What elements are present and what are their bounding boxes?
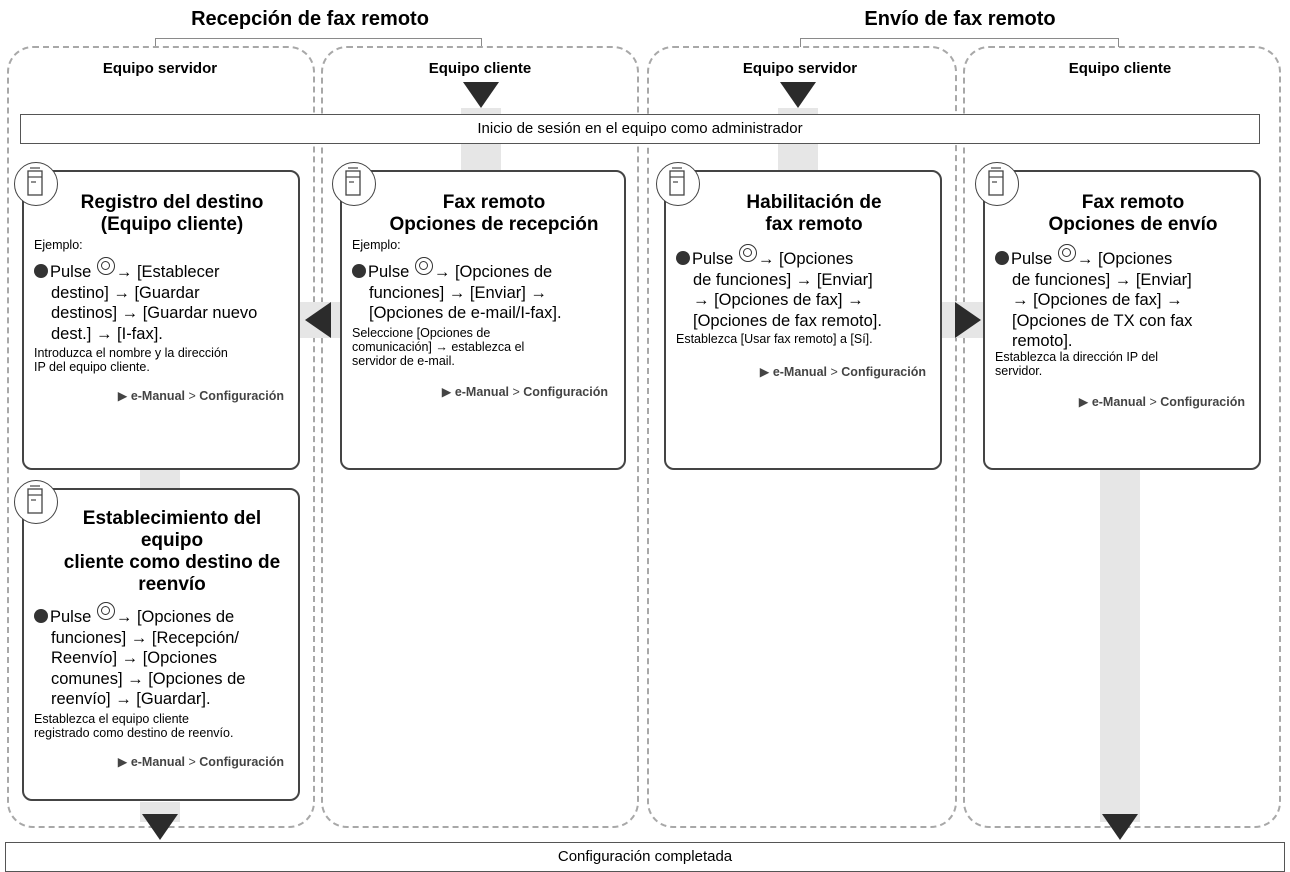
card-receive-options: Fax remoto Opciones de recepción Ejemplo… [340,170,626,470]
triangle-pointer-icon: ▶ [117,389,128,403]
completion-step-bar: Configuración completada [5,842,1285,872]
manual-reference: ▶ e-Manual > Configuración [117,389,284,403]
instruction-note: Establezca [Usar fax remoto] a [Sí]. [676,332,873,346]
arrow-down-icon [463,82,499,108]
bullet-icon [995,251,1009,265]
login-step-text: Inicio de sesión en el equipo como admin… [477,120,803,137]
instruction-note: Seleccione [Opciones de comunicación] → … [352,326,525,368]
manual-reference: ▶ e-Manual > Configuración [759,365,926,379]
column-title-4: Equipo cliente [1068,60,1172,77]
arrow-right-icon [955,302,981,338]
printer-device-icon [14,480,58,524]
login-step-bar: Inicio de sesión en el equipo como admin… [20,114,1260,144]
triangle-pointer-icon: ▶ [441,385,452,399]
column-title-3: Equipo servidor [742,60,858,77]
triangle-pointer-icon: ▶ [1078,395,1089,409]
bullet-icon [34,264,48,278]
completion-step-text: Configuración completada [557,848,733,865]
home-button-icon [1057,244,1076,262]
arrow-down-icon [780,82,816,108]
printer-device-icon [988,167,1004,196]
card-forwarding-destination: Establecimiento del equipo cliente como … [22,488,300,801]
instruction-steps: Pulse → [Opciones de funciones] → [Envia… [995,244,1259,352]
example-label: Ejemplo: [352,238,401,252]
manual-reference: ▶ e-Manual > Configuración [1078,395,1245,409]
home-button-icon [414,257,433,275]
arrow-left-icon [305,302,331,338]
card-title: Fax remoto Opciones de envío [1048,192,1218,235]
card-register-destination: Registro del destino (Equipo cliente) Ej… [22,170,300,470]
instruction-note: Establezca el equipo cliente registrado … [34,712,234,740]
instruction-steps: Pulse → [Opciones de funciones] → [Envia… [676,244,940,331]
instruction-steps: Pulse → [Opciones de funciones] → [Envia… [352,257,624,324]
printer-device-icon [14,162,58,206]
card-title: Establecimiento del equipo cliente como … [63,508,281,595]
column-server-sending [647,46,957,828]
section-bracket-reception [155,38,482,47]
bullet-icon [352,264,366,278]
card-title: Habilitación de fax remoto [746,192,882,235]
triangle-pointer-icon: ▶ [759,365,770,379]
card-send-options: Fax remoto Opciones de envío Pulse → [Op… [983,170,1261,470]
instruction-steps: Pulse → [Opciones de funciones] → [Recep… [34,602,298,710]
flow-bar-client-send-bottom [1100,470,1140,822]
printer-device-icon [656,162,700,206]
triangle-pointer-icon: ▶ [117,755,128,769]
card-enable-remote-fax: Habilitación de fax remoto Pulse → [Opci… [664,170,942,470]
arrow-down-icon [1102,814,1138,840]
printer-device-icon [975,162,1019,206]
arrow-down-icon [142,814,178,840]
section-title-reception: Recepción de fax remoto [191,8,429,30]
column-client-reception [321,46,639,828]
instruction-steps: Pulse → [Establecer destino] → [Guardar … [34,257,298,344]
section-title-sending: Envío de fax remoto [864,8,1056,30]
card-title: Fax remoto Opciones de recepción [389,192,599,235]
flow-bar-server-recv-mid [140,470,180,490]
column-title-1: Equipo servidor [102,60,218,77]
bullet-icon [676,251,690,265]
home-button-icon [96,257,115,275]
example-label: Ejemplo: [34,238,83,252]
manual-reference: ▶ e-Manual > Configuración [117,755,284,769]
home-button-icon [738,244,757,262]
instruction-note: Establezca la dirección IP del servidor. [995,350,1159,378]
printer-device-icon [27,167,43,196]
bullet-icon [34,609,48,623]
printer-device-icon [669,167,685,196]
instruction-note: Introduzca el nombre y la dirección IP d… [34,346,228,374]
printer-device-icon [27,485,43,514]
column-title-2: Equipo cliente [428,60,532,77]
card-title: Registro del destino (Equipo cliente) [80,192,264,235]
printer-device-icon [345,167,361,196]
manual-reference: ▶ e-Manual > Configuración [441,385,608,399]
printer-device-icon [332,162,376,206]
home-button-icon [96,602,115,620]
section-bracket-sending [800,38,1119,47]
